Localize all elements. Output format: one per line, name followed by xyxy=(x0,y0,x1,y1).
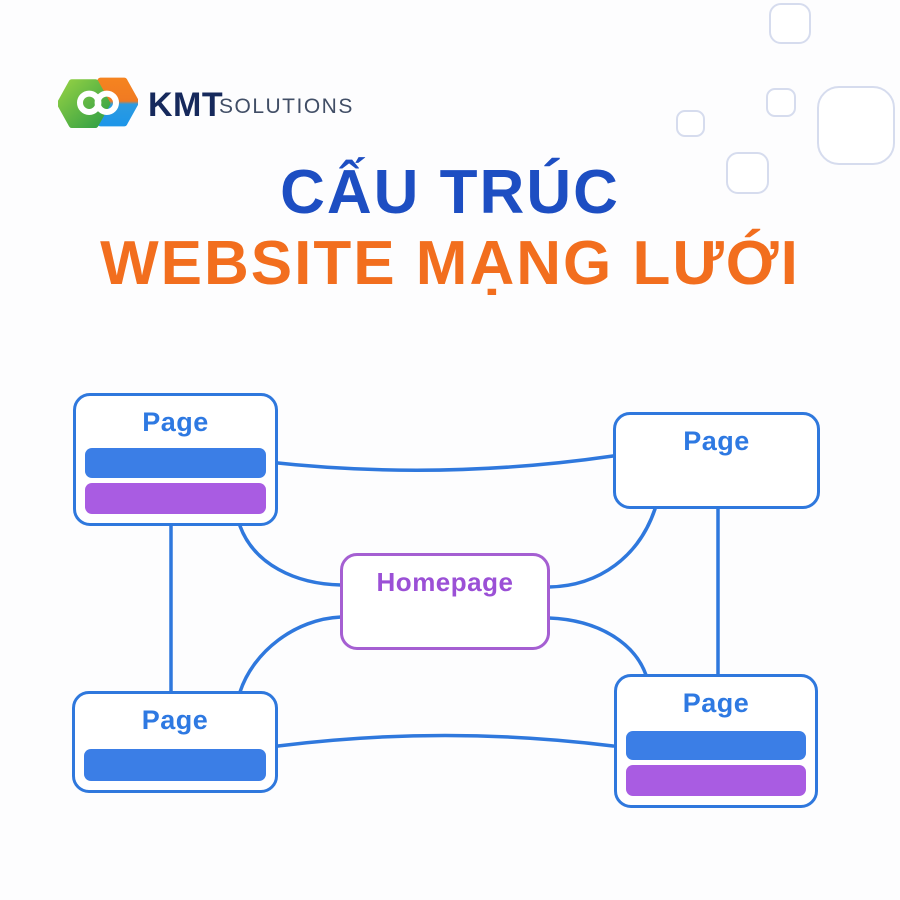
decor-square xyxy=(676,110,705,137)
content-bar-purple xyxy=(85,483,266,514)
decor-square xyxy=(766,88,796,117)
node-label: Page xyxy=(142,407,209,437)
connector-homepage-bottomright xyxy=(547,616,648,677)
node-label: Homepage xyxy=(376,567,514,597)
content-bars xyxy=(626,731,806,796)
decor-square xyxy=(769,3,811,44)
node-page-top-left: Page xyxy=(73,393,278,526)
node-page-bottom-right: Page xyxy=(614,674,818,808)
node-label: Page xyxy=(682,688,750,718)
node-label: Page xyxy=(683,426,750,456)
title-line-1: CẤU TRÚC xyxy=(280,158,620,227)
brand-name: KMT xyxy=(148,86,224,124)
connector-bottomleft-bottomright xyxy=(276,733,615,748)
node-label: Page xyxy=(141,705,209,735)
content-bar-purple xyxy=(626,765,806,796)
kmt-logo-icon xyxy=(58,77,138,128)
decor-square xyxy=(817,86,895,165)
node-page-top-right: Page xyxy=(613,412,820,509)
node-page-bottom-left: Page xyxy=(72,691,278,793)
title-line-2: WEBSITE MẠNG LƯỚI xyxy=(100,229,800,299)
node-homepage: Homepage xyxy=(340,553,550,650)
brand-suffix: SOLUTIONS xyxy=(219,95,354,118)
content-bar-blue xyxy=(84,749,266,781)
connector-topright-homepage xyxy=(547,507,657,589)
content-bar-blue xyxy=(626,731,806,760)
page-title: CẤU TRÚC WEBSITE MẠNG LƯỚI xyxy=(0,158,900,299)
decor-square xyxy=(726,152,769,194)
connector-topleft-topright xyxy=(266,454,615,472)
connector-homepage-bottomleft xyxy=(238,615,343,694)
connector-topleft-homepage xyxy=(238,524,343,587)
content-bars xyxy=(85,448,266,514)
content-bars xyxy=(84,749,266,781)
content-bar-blue xyxy=(85,448,266,478)
